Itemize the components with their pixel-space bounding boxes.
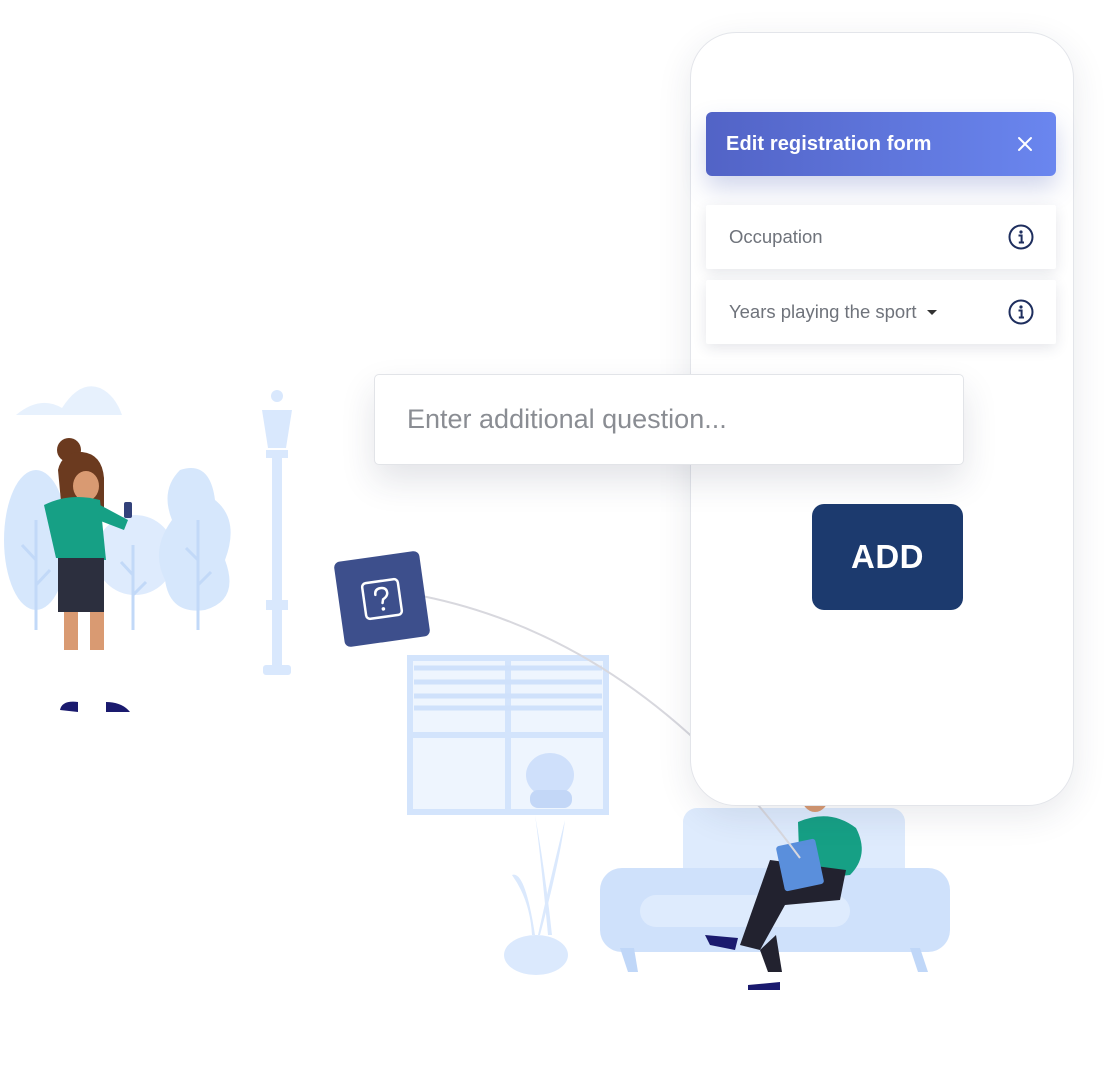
question-mark-icon [360,577,404,621]
field-label: Years playing the sport [729,301,917,322]
lamp-post [262,390,292,675]
info-icon[interactable] [1008,299,1034,325]
occupation-field[interactable]: Occupation [706,205,1056,269]
chevron-down-icon[interactable] [926,309,937,315]
floor-plant [504,815,568,975]
add-button[interactable]: ADD [812,504,963,610]
additional-question-input[interactable] [374,374,964,465]
field-label: Occupation [729,226,823,247]
info-icon[interactable] [1008,224,1034,250]
standing-woman-figure [44,438,132,712]
years-playing-field[interactable]: Years playing the sport [706,280,1056,344]
cloud-shape [16,386,122,415]
close-icon[interactable] [1014,133,1036,155]
form-title: Edit registration form [726,132,932,155]
form-header: Edit registration form [706,112,1056,176]
question-badge [333,550,431,648]
